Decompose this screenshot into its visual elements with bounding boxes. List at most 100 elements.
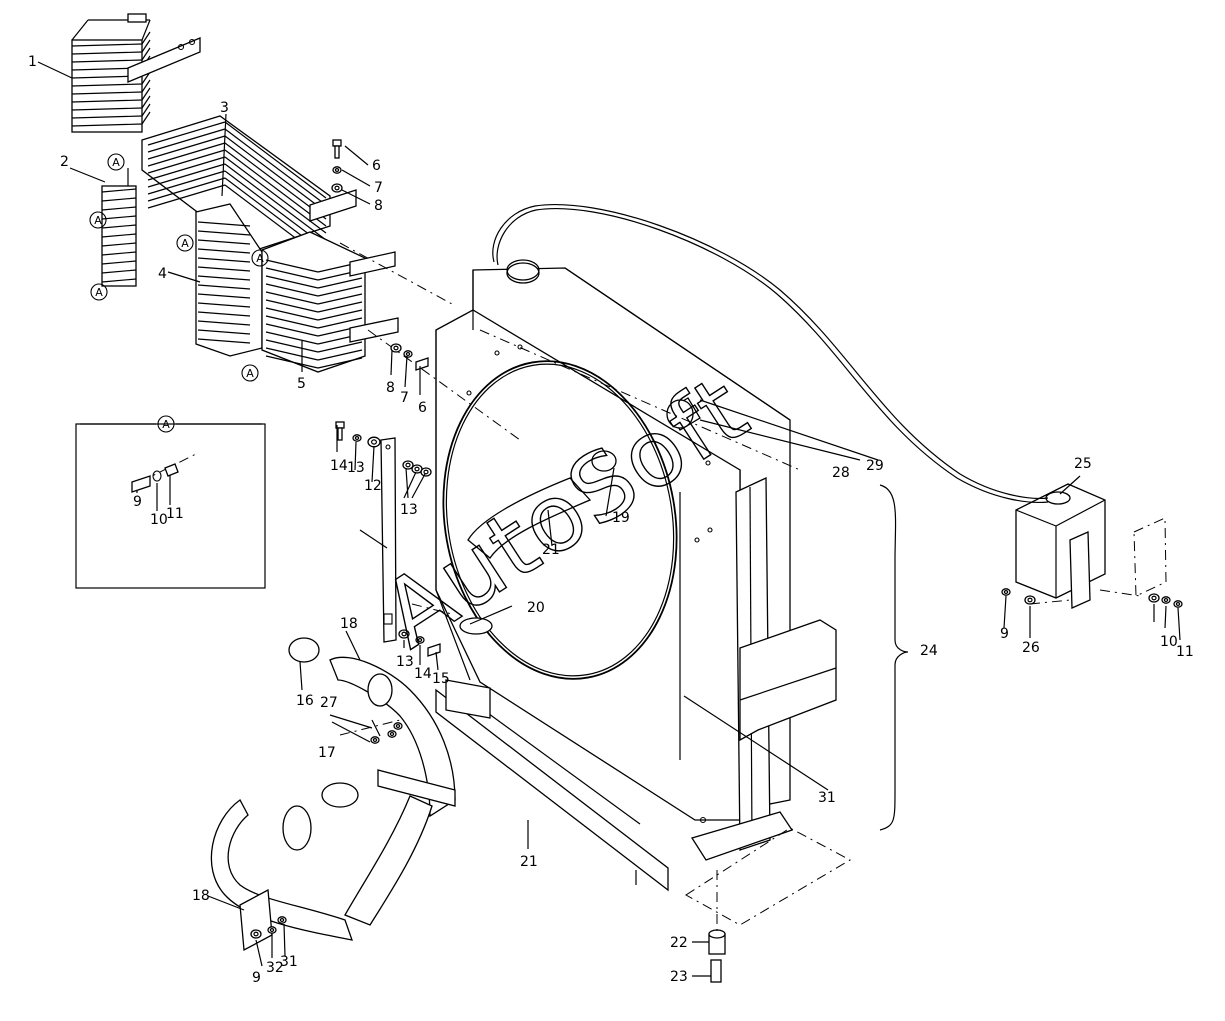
part-label-21: 16 <box>296 693 314 709</box>
leader-34 <box>255 939 263 967</box>
leader-8 <box>390 349 393 376</box>
part-label-9: 7 <box>400 390 409 406</box>
callout-a-letter-3: A <box>256 252 264 265</box>
part-label-5: 6 <box>372 158 381 174</box>
part-label-3: 4 <box>158 266 167 282</box>
part-label-20: 15 <box>432 671 450 687</box>
detail-a-labels: A 9 10 11 <box>133 415 184 528</box>
detail-label-9: 9 <box>133 494 142 510</box>
cooler-core-3 <box>141 115 357 262</box>
part-label-13: 11 <box>1176 644 1194 660</box>
callout-a-circle-3 <box>251 249 269 267</box>
leader-38 <box>1003 595 1007 629</box>
part-label-25: 19 <box>612 510 630 526</box>
overflow-tube-inner <box>496 208 1049 503</box>
leader-3 <box>167 271 201 283</box>
leader-30 <box>1059 475 1081 495</box>
callout-a-circle-1 <box>89 211 107 229</box>
stay-rod <box>380 437 397 643</box>
part-label-39: 32 <box>266 960 284 976</box>
leader-36 <box>283 923 286 957</box>
leader-15 <box>403 471 417 499</box>
part-label-15: 13 <box>400 502 418 518</box>
leader-0 <box>37 61 73 79</box>
detail-a-marker: A <box>162 418 170 431</box>
part-label-6: 7 <box>374 180 383 196</box>
leader-9 <box>404 355 408 388</box>
group-bracket-26 <box>879 484 909 831</box>
hose-upper <box>467 477 592 559</box>
part-label-29: 22 <box>670 935 688 951</box>
leader-17 <box>359 529 388 549</box>
part-label-0: 1 <box>28 54 37 70</box>
callout-a-letter-1: A <box>94 214 102 227</box>
callout-a-circle-2 <box>176 234 194 252</box>
part-label-28: 21 <box>520 854 538 870</box>
part-label-11: 9 <box>1000 626 1009 642</box>
part-label-24: 18 <box>192 888 210 904</box>
part-label-7: 8 <box>374 198 383 214</box>
callout-a-letter-4: A <box>246 367 254 380</box>
leader-13 <box>371 445 375 483</box>
mount-parts <box>685 827 852 983</box>
leader-12 <box>354 441 357 471</box>
part-label-31: 24 <box>920 643 938 659</box>
callout-a-letter-0: A <box>112 156 120 169</box>
leader-6 <box>341 169 371 187</box>
leader-16 <box>411 473 426 499</box>
part-label-37: 31 <box>818 790 836 806</box>
leader-37 <box>329 714 373 729</box>
callout-a-letter-2: A <box>181 237 189 250</box>
part-label-8: 8 <box>386 380 395 396</box>
leader-20 <box>435 651 439 671</box>
callout-markers: A A A A A A <box>89 153 269 382</box>
detail-a-box <box>75 423 266 589</box>
leader-25 <box>547 509 553 547</box>
lower-frame <box>435 679 669 892</box>
part-label-18: 14 <box>414 666 432 682</box>
leader-29 <box>699 399 879 461</box>
leader-27 <box>683 695 829 791</box>
leader-lines <box>37 61 1181 977</box>
part-label-12: 10 <box>1160 634 1178 650</box>
leader-14 <box>405 467 409 499</box>
leader-42 <box>1177 607 1181 641</box>
leader-7 <box>341 189 371 205</box>
part-label-32: 25 <box>1074 456 1092 472</box>
part-label-4: 5 <box>297 376 306 392</box>
part-label-35: 28 <box>832 465 850 481</box>
leader-22 <box>345 630 361 661</box>
leader-2 <box>221 113 227 197</box>
leader-5 <box>344 145 369 166</box>
leader-21 <box>299 661 303 691</box>
part-label-40: 9 <box>252 970 261 986</box>
leader-44 <box>331 721 371 743</box>
part-label-27: 21 <box>542 542 560 558</box>
detail-label-11: 11 <box>166 506 184 522</box>
leader-43 <box>371 719 381 737</box>
part-label-19: 14 <box>330 458 348 474</box>
part-label-1: 2 <box>60 154 69 170</box>
leader-41 <box>1164 605 1167 629</box>
leader-23 <box>605 467 615 517</box>
overflow-tube <box>492 204 1049 499</box>
reservoir-tank <box>1015 483 1167 609</box>
cooler-core-1 <box>71 13 201 133</box>
part-label-16: 13 <box>396 654 414 670</box>
part-label-26: 20 <box>527 600 545 616</box>
leader-33 <box>207 895 245 911</box>
cooler-core-4 <box>195 203 263 357</box>
callout-a-letter-5: A <box>95 286 103 299</box>
cooler-core-2 <box>101 168 137 287</box>
part-label-2: 3 <box>220 100 229 116</box>
fasteners <box>250 139 1183 939</box>
callout-a-circle-4 <box>241 364 259 382</box>
part-label-10: 6 <box>418 400 427 416</box>
leader-1 <box>69 167 106 183</box>
part-label-38: 31 <box>280 954 298 970</box>
part-label-33: 26 <box>1022 640 1040 656</box>
part-label-36: 29 <box>866 458 884 474</box>
leader-24 <box>469 605 513 625</box>
